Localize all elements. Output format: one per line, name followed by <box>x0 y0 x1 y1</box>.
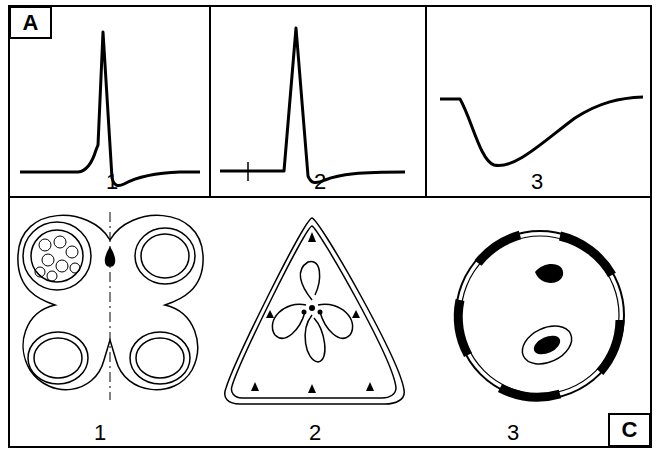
panel-letter: A <box>23 12 39 34</box>
callout-number: 2 <box>309 422 321 444</box>
outer-frame <box>9 6 651 447</box>
callout-number: 1 <box>106 171 118 193</box>
panel-letter: C <box>622 419 638 441</box>
hyperpolarization-curve <box>440 97 643 166</box>
callout-number: 3 <box>531 171 543 193</box>
stem-section <box>225 218 404 404</box>
callout-number: 2 <box>314 171 326 193</box>
panel-letter-box: C <box>608 413 651 447</box>
panel-divider <box>9 196 651 198</box>
panel-divider <box>425 6 427 197</box>
callout-number: 3 <box>507 422 519 444</box>
panel-divider <box>209 6 211 197</box>
action-potential-curve <box>220 28 405 183</box>
anther-section <box>18 212 203 400</box>
callout-number: 1 <box>94 422 106 444</box>
panel-letter-box: A <box>9 6 52 39</box>
stimulus-tick <box>247 162 249 181</box>
action-potential-curve <box>20 32 200 186</box>
round-section <box>456 231 624 399</box>
